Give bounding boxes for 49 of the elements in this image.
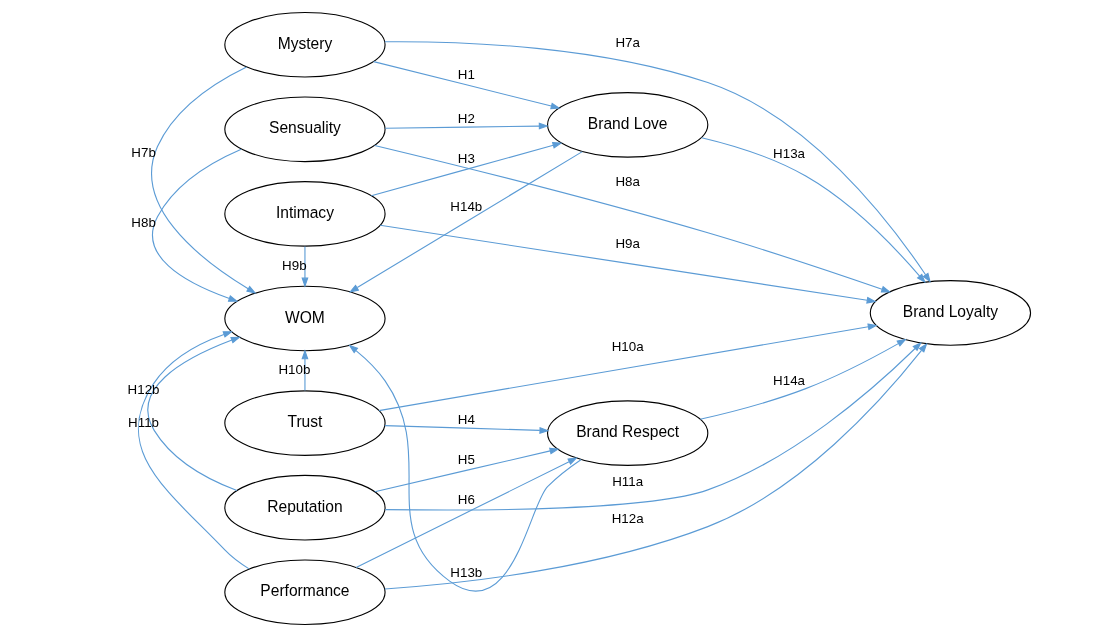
node-ellipse: Trust <box>224 390 386 456</box>
arrow <box>384 425 550 434</box>
edge-label: H11b <box>128 414 160 430</box>
arrow <box>151 148 242 302</box>
edge-label: H6 <box>457 491 475 507</box>
edge-label: H3 <box>457 151 475 167</box>
edge-label: H10b <box>278 362 311 378</box>
node-ellipse: Sensuality <box>224 96 386 163</box>
node-ellipse: Performance <box>224 559 386 626</box>
arrow <box>374 144 892 293</box>
edge-label: H9b <box>282 257 307 273</box>
arrow <box>384 342 928 590</box>
arrow <box>348 344 582 592</box>
arrow <box>301 245 309 288</box>
arrow <box>348 151 583 293</box>
edge-label: H13a <box>773 145 806 161</box>
edge-label: H2 <box>457 111 475 127</box>
arrow <box>137 331 250 570</box>
edge-label: H14a <box>773 372 806 388</box>
edge-label: H9a <box>615 235 640 251</box>
arrow <box>151 66 257 294</box>
edge-label: H13b <box>450 565 483 581</box>
edge-label: H5 <box>457 451 475 467</box>
arrow <box>699 338 907 420</box>
arrow <box>384 341 922 511</box>
arrow <box>701 137 926 284</box>
arrow <box>373 61 561 110</box>
arrow <box>379 224 877 304</box>
edge-label: H4 <box>457 411 475 427</box>
node-ellipse: Intimacy <box>224 181 386 247</box>
edge-label: H8b <box>131 215 156 231</box>
arrow <box>378 323 878 412</box>
arrow <box>384 122 549 130</box>
arrow <box>374 447 560 493</box>
edge-label: H8a <box>615 173 640 189</box>
arrow <box>384 41 931 283</box>
node-ellipse: Mystery <box>224 11 386 78</box>
edge-label: H12b <box>127 382 160 398</box>
edge-label: H11a <box>612 474 644 490</box>
edge-label: H7b <box>131 145 156 161</box>
arrow <box>147 336 241 492</box>
edge-label: H7a <box>615 34 640 50</box>
node-ellipse: Reputation <box>224 474 386 541</box>
edge-label: H12a <box>611 510 644 526</box>
edge-label: H10a <box>611 339 644 355</box>
edge-label: H14b <box>450 199 483 215</box>
arrow <box>370 141 563 197</box>
edge-label: H1 <box>457 66 475 82</box>
arrow <box>355 457 578 568</box>
